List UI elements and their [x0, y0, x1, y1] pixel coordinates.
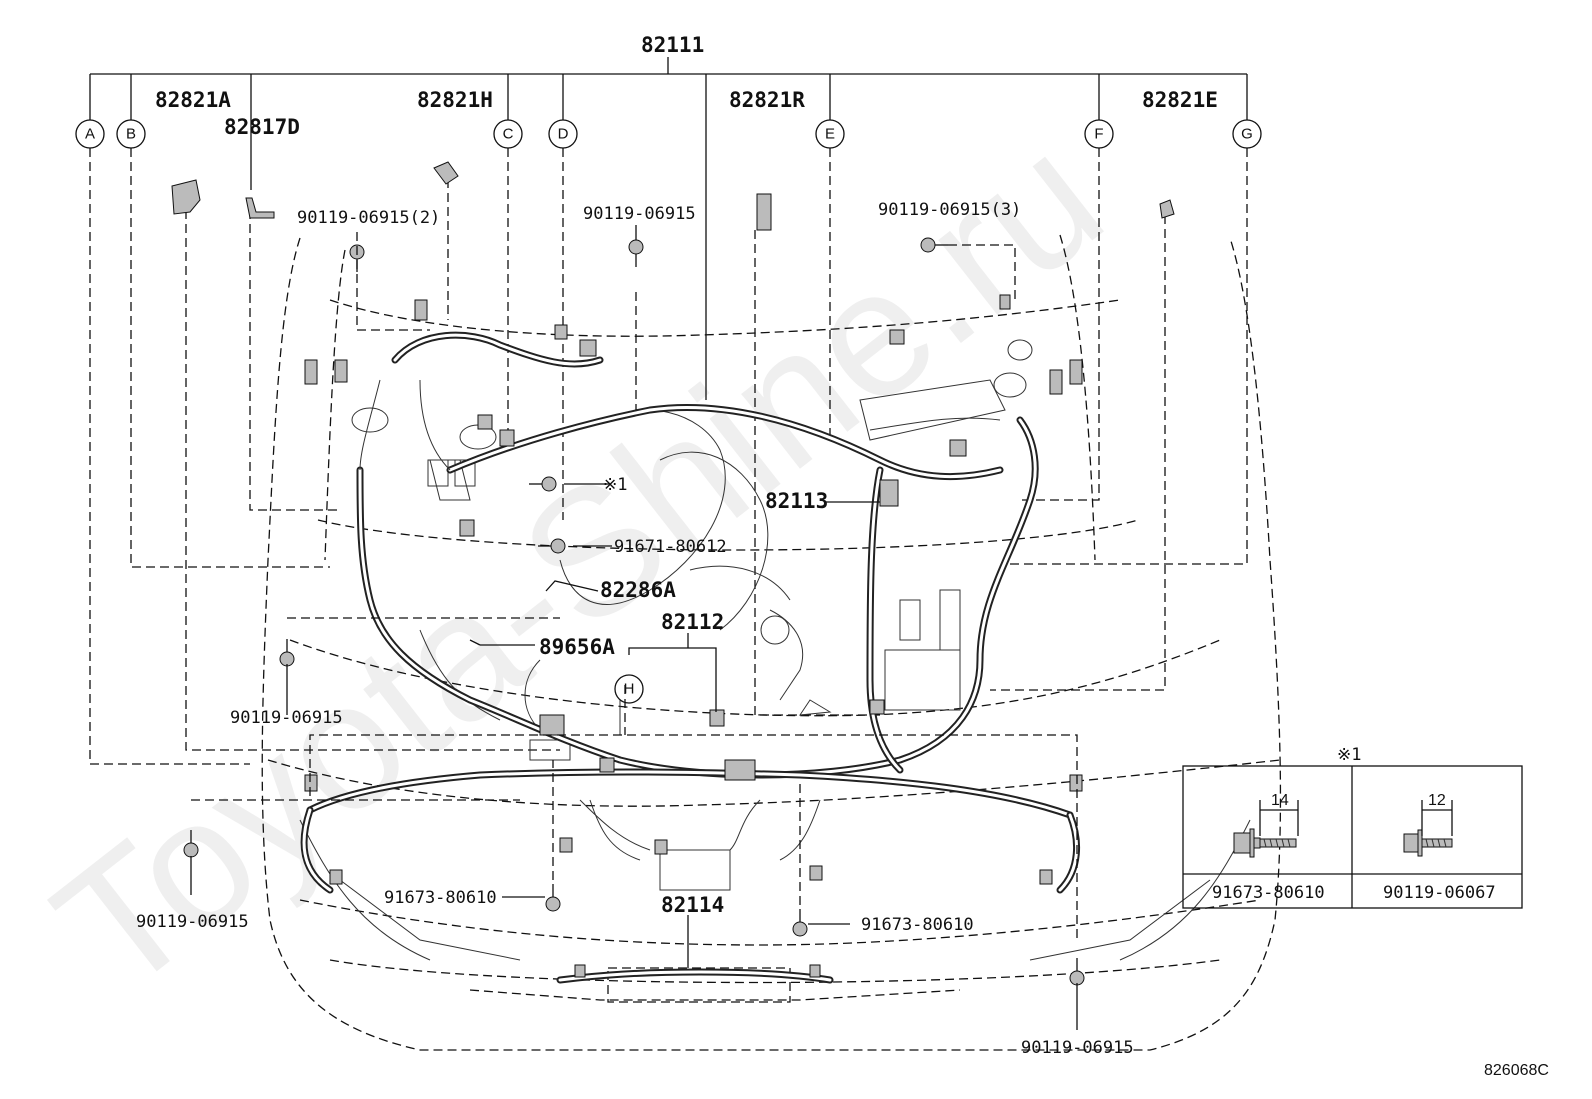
marker-C: C	[493, 119, 523, 149]
label-82821H: 82821H	[417, 88, 493, 112]
label-bolt-left-mid: 90119-06915	[230, 708, 343, 728]
bolt-icon	[920, 237, 948, 253]
inset-left-part: 91673-80610	[1212, 883, 1325, 903]
label-91673-left: 91673-80610	[384, 888, 497, 908]
label-82821R: 82821R	[729, 88, 805, 112]
label-bolt-left-low: 90119-06915	[136, 912, 249, 932]
diagram-code: 826068C	[1484, 1062, 1549, 1079]
label-ref-note: ※1	[603, 475, 627, 495]
label-bolt-top-right: 90119-06915(3)	[878, 200, 1021, 220]
bolt-91673-icon	[1233, 828, 1297, 858]
marker-D: D	[548, 119, 578, 149]
label-82821A: 82821A	[155, 88, 231, 112]
label-82821E: 82821E	[1142, 88, 1218, 112]
label-82111: 82111	[641, 33, 704, 57]
marker-G: G	[1232, 119, 1262, 149]
label-82113: 82113	[765, 489, 828, 513]
inset-right-part: 90119-06067	[1383, 883, 1496, 903]
label-bolt-top-left: 90119-06915(2)	[297, 208, 440, 228]
bolt-icon	[792, 909, 808, 937]
label-91673-right: 91673-80610	[861, 915, 974, 935]
svg-text:C: C	[503, 126, 514, 143]
svg-text:G: G	[1241, 126, 1253, 143]
svg-text:Toyota-Shine.ru: Toyota-Shine.ru	[20, 96, 1137, 1031]
svg-text:A: A	[85, 126, 95, 143]
watermark: Toyota-Shine.ru	[20, 96, 1137, 1031]
svg-text:F: F	[1094, 126, 1103, 143]
label-bolt-top-center: 90119-06915	[583, 204, 696, 224]
inset-left-dimension: 14	[1271, 792, 1289, 809]
label-82817D: 82817D	[224, 115, 300, 139]
bolt-icon	[538, 538, 566, 554]
bolt-90119-06067-icon	[1403, 829, 1453, 857]
marker-F: F	[1084, 119, 1114, 149]
svg-text:E: E	[825, 126, 835, 143]
svg-text:B: B	[126, 126, 136, 143]
part-labels: 82111 82821A 82817D 82821H 82821R 82821E…	[136, 33, 1218, 1058]
bolt-icon	[279, 639, 295, 667]
bolt-leaders	[190, 225, 1078, 1030]
bolt-icon	[628, 239, 644, 267]
marker-H: H	[614, 674, 644, 704]
marker-B: B	[116, 119, 146, 149]
bolt-icon	[1069, 958, 1085, 986]
bolt-icon	[529, 476, 557, 492]
label-91671: 91671-80612	[614, 537, 727, 557]
label-82112: 82112	[661, 610, 724, 634]
svg-text:H: H	[624, 681, 635, 698]
label-bolt-right-low: 90119-06915	[1021, 1038, 1134, 1058]
svg-text:D: D	[558, 126, 569, 143]
marker-E: E	[815, 119, 845, 149]
main-harness-bracket	[89, 57, 1248, 400]
marker-A: A	[75, 119, 105, 149]
label-82114: 82114	[661, 893, 724, 917]
inset-box: ※1 14 91673-80610 12 90	[1182, 745, 1523, 909]
label-82286A: 82286A	[600, 578, 676, 602]
marker-leaders	[89, 148, 1248, 765]
engine-components	[351, 339, 1033, 891]
bolt-icon	[545, 884, 561, 912]
callout-markers: A B C D E F G H	[75, 119, 1262, 704]
label-89656A: 89656A	[539, 635, 615, 659]
clamp-parts	[171, 161, 1175, 231]
inset-right-dimension: 12	[1428, 792, 1446, 809]
inset-title: ※1	[1337, 745, 1361, 765]
connectors	[304, 294, 1083, 978]
